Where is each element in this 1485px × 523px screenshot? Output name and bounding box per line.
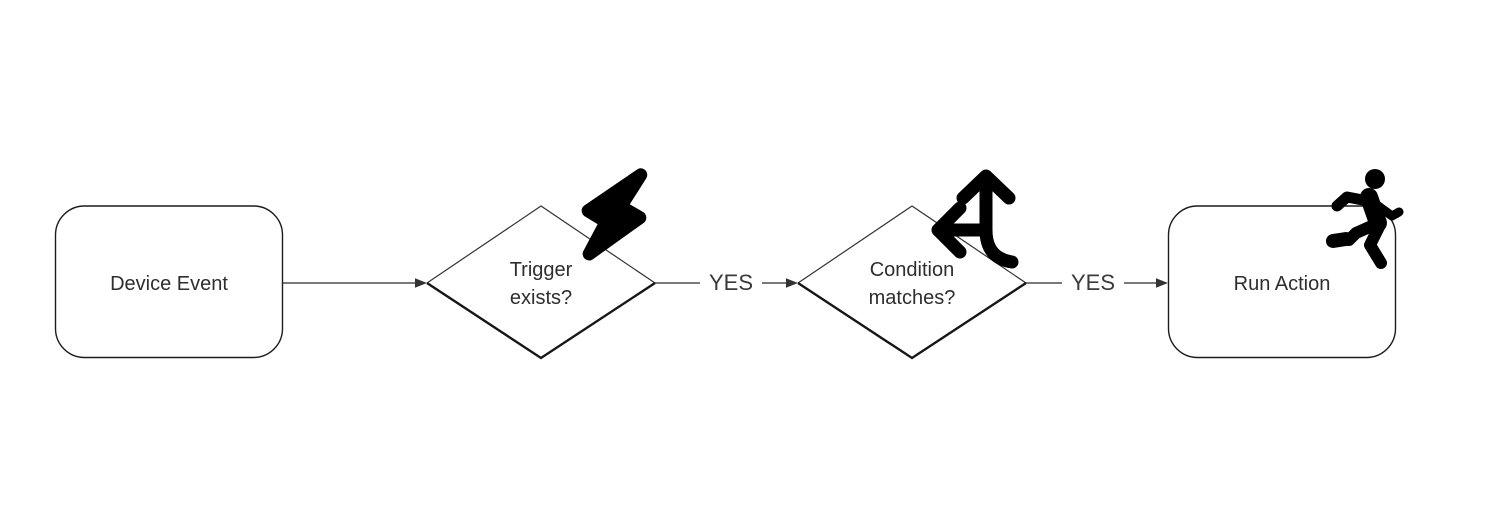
node-trigger-exists-label: Trigger exists?	[509, 259, 573, 309]
split-arrows-icon	[931, 169, 1019, 269]
edge-label-yes-1: YES	[699, 271, 763, 295]
node-trigger-exists-shape	[426, 205, 656, 360]
node-device-event-label: Device Event	[110, 273, 228, 295]
node-run-action-label: Run Action	[1233, 273, 1331, 295]
edge-label-yes-2: YES	[1061, 271, 1125, 295]
node-device-event-shape	[54, 205, 284, 359]
arrowhead-icon	[1156, 278, 1168, 288]
person-running-icon	[1326, 169, 1404, 269]
arrowhead-icon	[415, 278, 427, 288]
arrowhead-icon	[786, 278, 798, 288]
lightning-bolt-icon	[581, 168, 648, 261]
connector-device-event-to-trigger	[283, 278, 427, 288]
node-condition-matches-shape	[797, 205, 1027, 360]
node-condition-matches-label: Condition matches?	[868, 259, 956, 309]
